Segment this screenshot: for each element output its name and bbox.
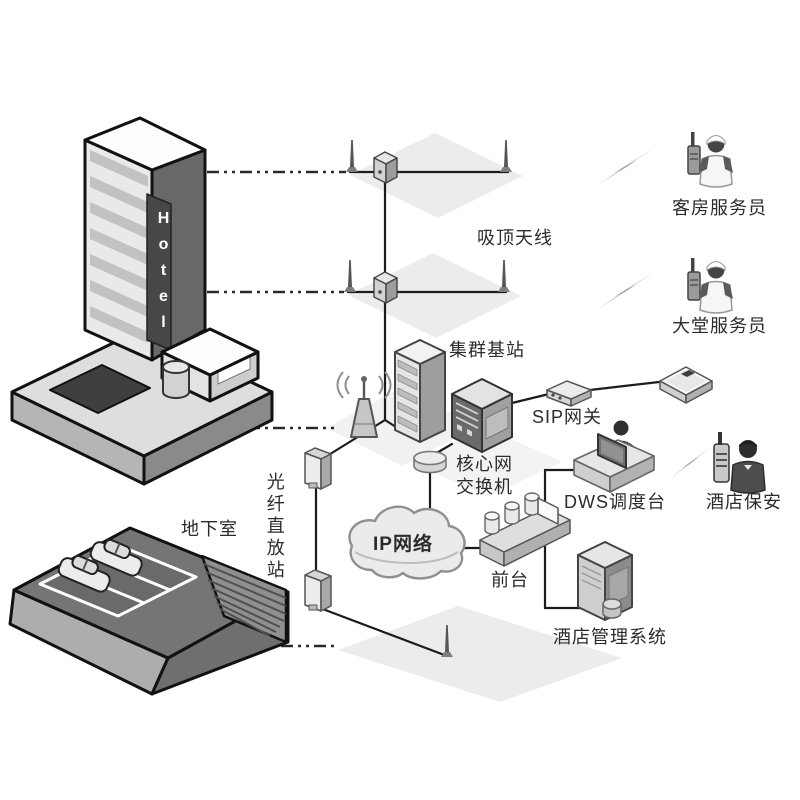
label-hotel-security: 酒店保安 (706, 492, 782, 512)
hotel-sign-label: Hotel (155, 210, 172, 340)
fiber-repeater-icon (304, 569, 332, 612)
dispatch-console-icon (573, 420, 655, 493)
floor-platform-1 (350, 133, 523, 218)
label-base-station: 集群基站 (449, 340, 525, 360)
car-icon (89, 538, 143, 577)
cloud-icon (348, 505, 466, 580)
antenna-tower-icon (336, 371, 392, 438)
label-dws-console: DWS调度台 (564, 492, 666, 512)
core-switch-icon (451, 378, 513, 453)
dashed-links (207, 170, 346, 648)
staff-with-radio-icon (687, 132, 733, 188)
ip-phone-icon (659, 366, 713, 404)
ceiling-antenna-icon (346, 140, 512, 172)
label-ceiling-antenna: 吸顶天线 (477, 228, 553, 248)
label-lobby-attendant: 大堂服务员 (672, 316, 767, 336)
router-icon (413, 450, 447, 474)
sip-gateway-icon (546, 380, 592, 407)
base-station-rack-icon (394, 339, 446, 443)
mgmt-server-icon (577, 541, 633, 621)
basement-garage-icon (8, 526, 290, 696)
label-core-switch-line1: 核心网 (456, 454, 513, 474)
staff-with-radio-icon (687, 258, 733, 314)
hotel-building-icon (10, 116, 274, 486)
fiber-repeater-icon (304, 447, 332, 490)
ceiling-antenna-icon (344, 260, 510, 292)
front-desk-icon (479, 492, 571, 567)
label-hotel-mgmt-system: 酒店管理系统 (553, 627, 667, 647)
splitter-icon (373, 151, 398, 184)
label-core-switch-line2: 交换机 (456, 476, 513, 497)
label-room-attendant: 客房服务员 (672, 198, 767, 218)
car-icon (57, 554, 111, 593)
lightning-bolt-icon (668, 446, 713, 480)
splitter-icon (373, 271, 398, 304)
label-basement: 地下室 (181, 519, 238, 539)
label-ip-network: IP网络 (373, 534, 433, 555)
label-sip-gateway: SIP网关 (532, 407, 603, 427)
lightning-bolt-icon (596, 148, 654, 187)
ceiling-antenna-icon (441, 625, 453, 657)
lightning-bolt-icon (596, 272, 654, 311)
security-guard-icon (713, 432, 766, 494)
label-core-switch: 核心网 交换机 (456, 453, 513, 498)
label-fiber-repeater: 光纤直放站 (264, 472, 285, 582)
label-front-desk: 前台 (491, 570, 529, 590)
floor-platform-2 (348, 253, 521, 338)
basement-floor-platform (338, 606, 622, 702)
